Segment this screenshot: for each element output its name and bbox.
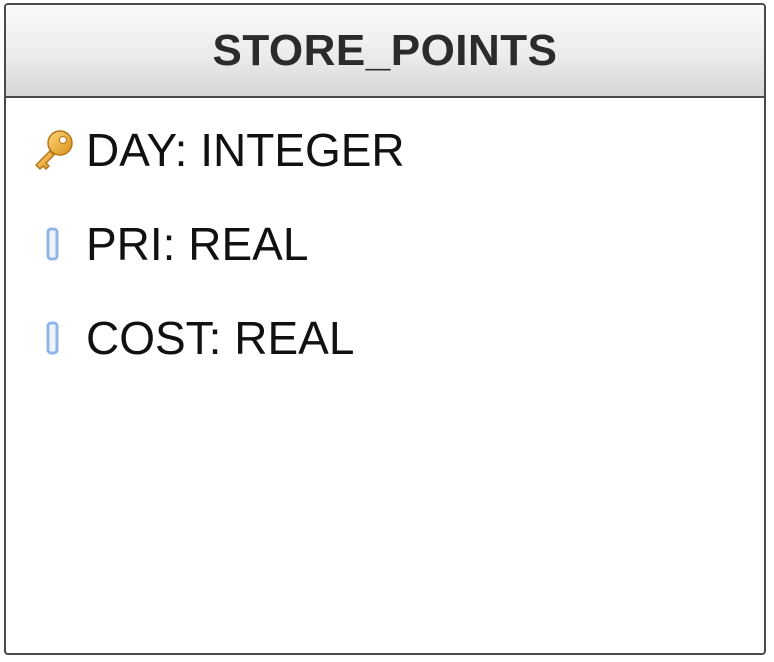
primary-key-icon [30, 127, 76, 173]
column-icon [30, 315, 76, 361]
field-label: COST: REAL [86, 312, 355, 364]
entity-header: STORE_POINTS [6, 5, 764, 98]
field-label: DAY: INTEGER [86, 124, 405, 176]
entity-box-store-points[interactable]: STORE_POINTS DAY: [4, 3, 766, 655]
column-icon [30, 221, 76, 267]
entity-title: STORE_POINTS [212, 25, 558, 75]
field-label: PRI: REAL [86, 218, 309, 270]
